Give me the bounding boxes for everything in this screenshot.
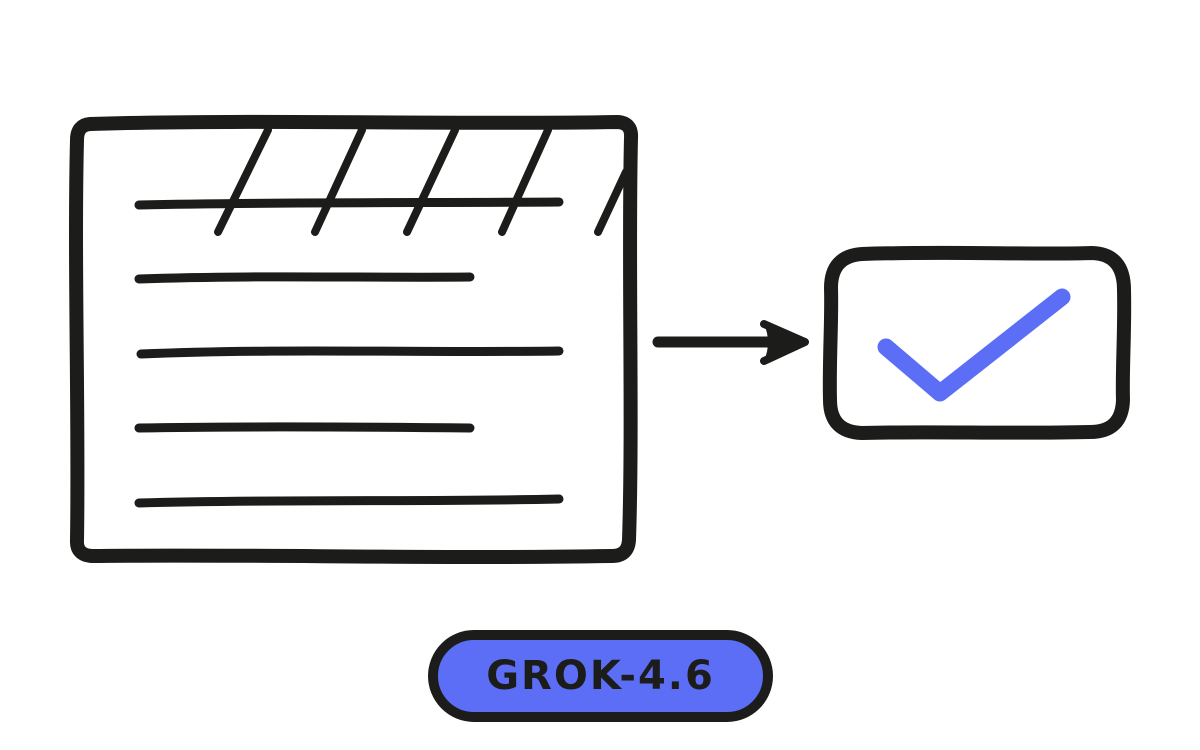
hatch-mark (403, 126, 459, 236)
arrow-head-outline (760, 320, 809, 365)
text-line (136, 346, 564, 359)
text-line (134, 422, 475, 433)
document-hatching (214, 126, 630, 236)
result-box-frame (822, 245, 1132, 440)
hatch-mark (214, 126, 272, 236)
text-line (134, 272, 475, 284)
hatch-mark (594, 168, 630, 236)
text-line (134, 197, 564, 210)
arrow-head (764, 324, 805, 361)
badge-label: GROK-4.6 (486, 653, 715, 699)
hatch-mark (311, 126, 366, 236)
result-box (822, 245, 1132, 440)
document-text-lines (134, 197, 564, 508)
hatch-mark (498, 126, 552, 236)
model-badge: GROK-4.6 (428, 630, 773, 722)
text-line (134, 494, 564, 508)
right-arrow-icon (652, 320, 809, 365)
checkmark-icon (877, 288, 1071, 402)
lined-document-icon (69, 114, 639, 564)
document-frame (69, 114, 639, 564)
